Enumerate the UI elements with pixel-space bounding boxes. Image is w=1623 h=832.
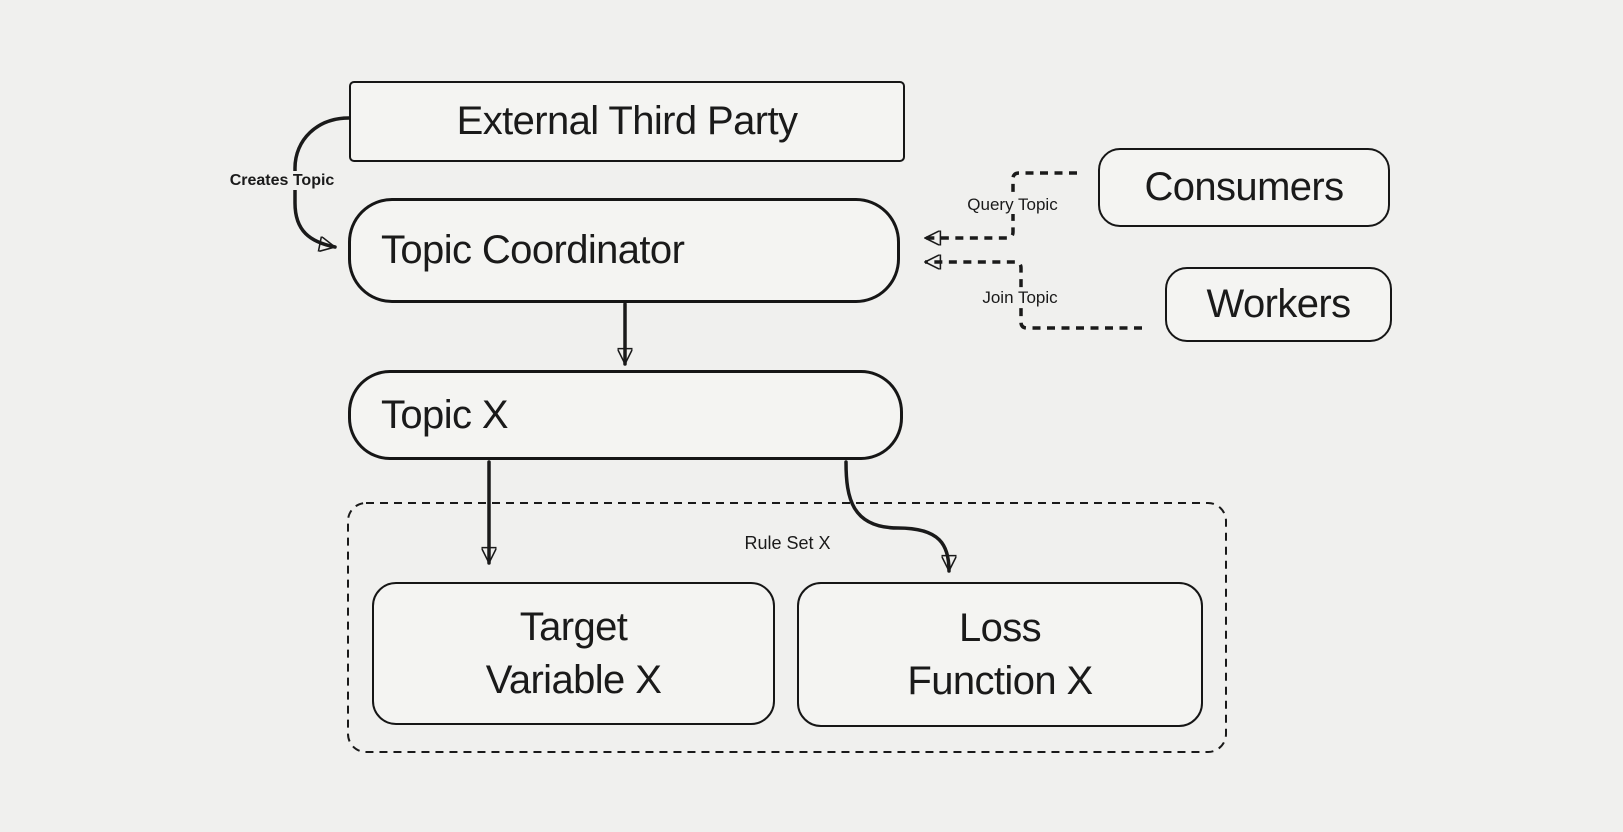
edge-label-creates-topic: Creates Topic xyxy=(215,171,349,190)
edge-label-query-topic: Query Topic xyxy=(945,195,1080,214)
node-topic-x: Topic X xyxy=(348,370,903,460)
topic-to-loss-arrow xyxy=(844,460,949,573)
node-topic-coordinator: Topic Coordinator xyxy=(348,198,900,303)
node-target-variable-x: Target Variable X xyxy=(372,582,775,725)
node-loss-function-x: Loss Function X xyxy=(797,582,1203,727)
rule-set-x-label: Rule Set X xyxy=(725,534,850,553)
creates-topic-arrow xyxy=(293,116,351,247)
node-consumers: Consumers xyxy=(1098,148,1390,227)
node-external-third-party: External Third Party xyxy=(349,81,905,162)
node-workers: Workers xyxy=(1165,267,1392,342)
rule-set-boundary xyxy=(347,502,1227,753)
edge-label-join-topic: Join Topic xyxy=(955,288,1085,307)
